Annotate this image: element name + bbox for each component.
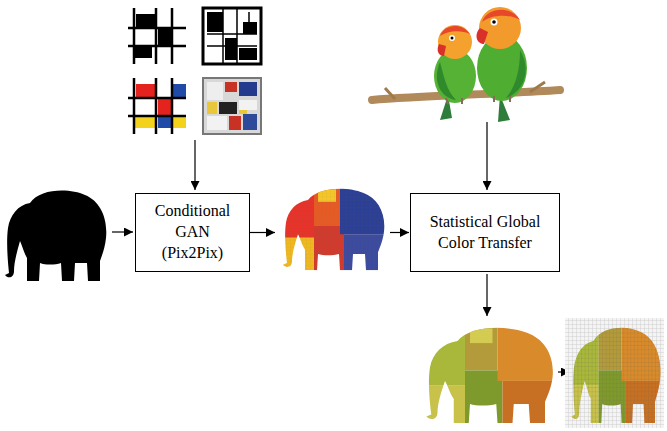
arrow-segment — [250, 232, 275, 233]
parrot-photo — [372, 7, 560, 122]
box-label: Statistical Global Color Transfer — [419, 212, 551, 254]
training-tiles — [128, 8, 261, 134]
generated-elephant — [278, 182, 390, 274]
arrow-segment — [390, 232, 409, 233]
process-box: Statistical Global Color Transfer — [410, 193, 560, 272]
reference-arrow — [486, 122, 487, 190]
output-arrow — [486, 274, 487, 316]
input-arrow — [112, 231, 133, 232]
gridded-elephant — [565, 318, 666, 428]
flow-arrow — [250, 232, 409, 233]
output-elephant — [420, 320, 560, 427]
input-arrow — [194, 140, 195, 190]
box-label: Conditional GAN (Pix2Pix) — [144, 201, 241, 263]
elephant-silhouette — [5, 190, 106, 281]
process-box: Conditional GAN (Pix2Pix) — [135, 193, 250, 272]
